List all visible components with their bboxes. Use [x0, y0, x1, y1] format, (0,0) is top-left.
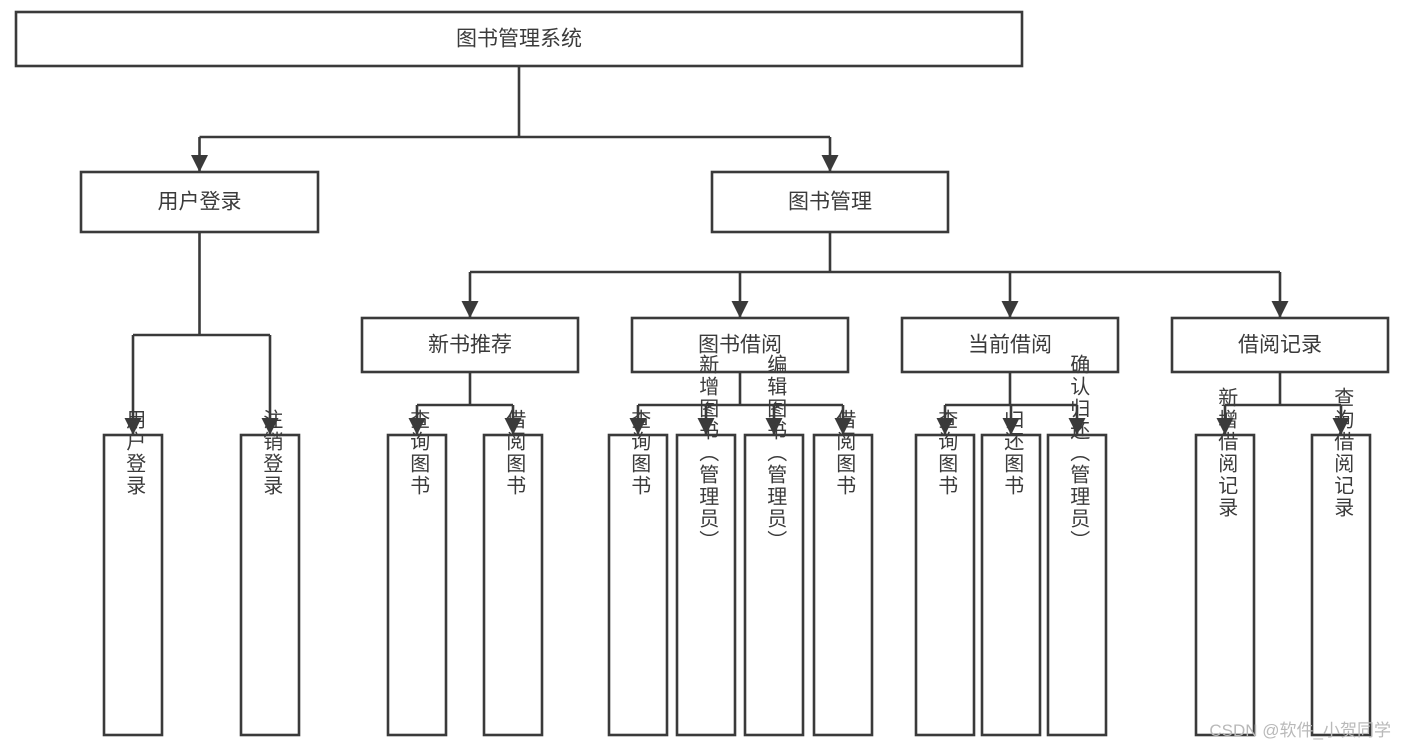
arrow-head [1001, 301, 1019, 318]
node-label-leaf-query-borrow-record: 查询借阅记录 [1331, 387, 1354, 519]
node-box-leaf-confirm-return[interactable] [1046, 433, 1108, 737]
node-leaf-confirm-return[interactable]: 确认归还（管理员） [1046, 354, 1108, 737]
node-box-user-login[interactable] [79, 170, 320, 234]
node-label-current-borrow: 当前借阅 [968, 334, 1052, 357]
node-box-leaf-user-login[interactable] [102, 433, 164, 737]
node-label-borrow-record: 借阅记录 [1238, 334, 1322, 357]
conn-record-to-leaves [1216, 372, 1350, 435]
node-label-leaf-return-book: 归还图书 [1001, 409, 1024, 497]
node-leaf-logout-login[interactable]: 注销登录 [239, 409, 301, 737]
node-leaf-query-book-recommend[interactable]: 查询图书 [386, 409, 448, 737]
node-label-leaf-confirm-return: 确认归还（管理员） [1067, 354, 1090, 552]
arrow-head [191, 155, 208, 172]
node-box-borrow-record[interactable] [1170, 316, 1390, 374]
arrow-head [1068, 418, 1086, 435]
node-label-book-borrow: 图书借阅 [698, 334, 782, 357]
node-label-leaf-edit-book: 编辑图书（管理员） [764, 354, 787, 552]
node-box-leaf-query-book-recommend[interactable] [386, 433, 448, 737]
node-label-leaf-query-book-current: 查询图书 [935, 409, 958, 497]
node-label-root: 图书管理系统 [456, 28, 582, 51]
node-box-current-borrow[interactable] [900, 316, 1120, 374]
node-box-leaf-query-book-borrow[interactable] [607, 433, 669, 737]
node-box-leaf-logout-login[interactable] [239, 433, 301, 737]
node-box-leaf-edit-book[interactable] [743, 433, 805, 737]
arrow-head [1216, 418, 1234, 435]
node-leaf-query-book-current[interactable]: 查询图书 [914, 409, 976, 737]
conn-root-to-level2 [191, 66, 839, 172]
node-leaf-borrow-book-recommend[interactable]: 借阅图书 [482, 409, 544, 737]
node-leaf-query-book-borrow[interactable]: 查询图书 [607, 409, 669, 737]
arrow-head [461, 301, 479, 318]
node-leaf-add-borrow-record[interactable]: 新增借阅记录 [1194, 387, 1256, 737]
node-label-new-book-recommend: 新书推荐 [428, 334, 512, 357]
arrow-head [834, 418, 852, 435]
arrow-head [765, 418, 783, 435]
conn-userlogin-to-leaves [124, 232, 279, 435]
node-user-login[interactable]: 用户登录 [79, 170, 320, 234]
conn-bookmanage-to-level3 [461, 232, 1289, 318]
arrow-head [408, 418, 426, 435]
arrow-head [629, 418, 647, 435]
node-root[interactable]: 图书管理系统 [14, 10, 1024, 68]
node-box-leaf-add-book[interactable] [675, 433, 737, 737]
arrow-head [1002, 418, 1020, 435]
node-box-book-manage[interactable] [710, 170, 950, 234]
arrow-head [1271, 301, 1289, 318]
node-label-leaf-user-login: 用户登录 [123, 409, 146, 497]
node-box-leaf-return-book[interactable] [980, 433, 1042, 737]
node-book-manage[interactable]: 图书管理 [710, 170, 950, 234]
node-box-root[interactable] [14, 10, 1024, 68]
node-leaf-borrow-book[interactable]: 借阅图书 [812, 409, 874, 737]
arrow-head [697, 418, 715, 435]
node-leaf-user-login[interactable]: 用户登录 [102, 409, 164, 737]
node-label-leaf-query-book-borrow: 查询图书 [628, 409, 651, 497]
node-label-leaf-add-book: 新增图书（管理员） [696, 354, 719, 552]
arrow-head [731, 301, 749, 318]
node-label-user-login: 用户登录 [158, 191, 242, 214]
node-box-leaf-query-book-current[interactable] [914, 433, 976, 737]
node-box-leaf-borrow-book-recommend[interactable] [482, 433, 544, 737]
arrow-head [504, 418, 522, 435]
conn-recommend-to-leaves [408, 372, 522, 435]
node-box-leaf-query-borrow-record[interactable] [1310, 433, 1372, 737]
node-book-borrow[interactable]: 图书借阅 [630, 316, 850, 374]
node-label-leaf-borrow-book-recommend: 借阅图书 [503, 409, 526, 497]
node-box-book-borrow[interactable] [630, 316, 850, 374]
node-leaf-query-borrow-record[interactable]: 查询借阅记录 [1310, 387, 1372, 737]
node-label-leaf-borrow-book: 借阅图书 [833, 409, 856, 497]
nodes-layer: 图书管理系统用户登录图书管理新书推荐图书借阅当前借阅借阅记录用户登录注销登录查询… [14, 10, 1390, 737]
node-box-new-book-recommend[interactable] [360, 316, 580, 374]
node-leaf-edit-book[interactable]: 编辑图书（管理员） [743, 354, 805, 737]
node-borrow-record[interactable]: 借阅记录 [1170, 316, 1390, 374]
arrow-head [936, 418, 954, 435]
node-label-leaf-logout-login: 注销登录 [260, 409, 283, 497]
node-box-leaf-add-borrow-record[interactable] [1194, 433, 1256, 737]
node-label-leaf-query-book-recommend: 查询图书 [407, 409, 430, 497]
node-current-borrow[interactable]: 当前借阅 [900, 316, 1120, 374]
node-box-leaf-borrow-book[interactable] [812, 433, 874, 737]
arrow-head [124, 418, 142, 435]
node-leaf-add-book[interactable]: 新增图书（管理员） [675, 354, 737, 737]
arrow-head [821, 155, 839, 172]
node-label-leaf-add-borrow-record: 新增借阅记录 [1215, 387, 1238, 519]
conn-borrow-to-leaves [629, 372, 852, 435]
connectors-layer [124, 66, 1350, 435]
node-label-book-manage: 图书管理 [788, 191, 872, 214]
conn-current-to-leaves [936, 372, 1086, 435]
arrow-head [261, 418, 279, 435]
node-leaf-return-book[interactable]: 归还图书 [980, 409, 1042, 737]
node-new-book-recommend[interactable]: 新书推荐 [360, 316, 580, 374]
arrow-head [1332, 418, 1350, 435]
